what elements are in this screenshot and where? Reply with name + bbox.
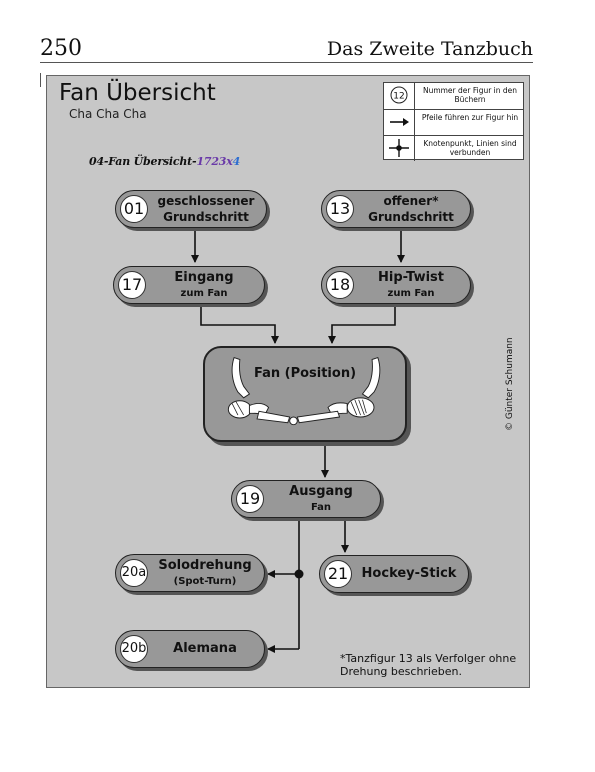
junction-node <box>294 569 304 579</box>
chart-label: 04-Fan Übersicht-1723x4 <box>89 155 240 168</box>
figure-node-20b[interactable]: 20b Alemana <box>115 630 265 668</box>
figure-number-badge: 21 <box>324 560 352 588</box>
figure-label: Eingang <box>174 270 234 285</box>
copyright-note: © Günter Schumann <box>505 337 515 431</box>
figure-label: Ausgang <box>289 484 353 499</box>
figure-number-badge: 17 <box>118 271 146 299</box>
figure-node-20a[interactable]: 20a Solodrehung (Spot-Turn) <box>115 554 265 592</box>
figure-label: geschlossener <box>157 194 255 208</box>
edge-18-fan <box>328 305 396 344</box>
header-rule <box>40 62 533 63</box>
figure-sublabel: zum Fan <box>387 288 435 299</box>
figure-label: Alemana <box>173 641 237 656</box>
page-number: 250 <box>40 36 82 61</box>
figure-node-17[interactable]: 17 Eingang zum Fan <box>113 266 265 304</box>
edge-17-fan <box>200 305 279 344</box>
junction-cross-icon <box>389 139 409 157</box>
chart-label-hl2: 4 <box>232 155 241 168</box>
legend-row-number: 12 Nummer der Figur in den Büchern <box>384 83 523 109</box>
figure-number-badge: 13 <box>326 195 354 223</box>
chart-label-hl1: 1723x <box>196 155 233 168</box>
figure-number-badge: 01 <box>120 195 148 223</box>
figure-label: offener* <box>383 194 439 208</box>
figure-node-18[interactable]: 18 Hip-Twist zum Fan <box>321 266 471 304</box>
figure-label: Hip-Twist <box>378 270 444 285</box>
diagram-title: Fan Übersicht <box>59 80 216 106</box>
arrow-right-icon <box>390 118 409 126</box>
book-title: Das Zweite Tanzbuch <box>326 38 533 60</box>
figure-label: Solodrehung <box>158 558 252 573</box>
diagram-panel: Fan Übersicht Cha Cha Cha 04-Fan Übersic… <box>46 75 530 688</box>
figure-sublabel: Grundschritt <box>163 210 249 224</box>
fan-position-label: Fan (Position) <box>253 366 357 381</box>
figure-number-badge: 19 <box>236 485 264 513</box>
flow-connectors <box>191 229 405 653</box>
figure-sublabel: Grundschritt <box>368 210 454 224</box>
figure-node-13[interactable]: 13 offener* Grundschritt <box>321 190 471 228</box>
figure-sublabel: (Spot-Turn) <box>173 576 237 587</box>
legend-text: Nummer der Figur in den Büchern <box>422 86 518 104</box>
figure-sublabel: zum Fan <box>180 288 228 299</box>
margin-tick <box>40 73 41 87</box>
figure-number-badge: 18 <box>326 271 354 299</box>
page-header: 250 Das Zweite Tanzbuch <box>40 36 533 62</box>
figure-node-19[interactable]: 19 Ausgang Fan <box>231 480 381 518</box>
fan-position-node[interactable]: Fan (Position) <box>203 346 407 442</box>
footnote: *Tanzfigur 13 als Verfolger ohne Drehung… <box>340 652 517 678</box>
legend-text: Pfeile führen zur Figur hin <box>421 113 519 122</box>
legend-row-arrow: Pfeile führen zur Figur hin <box>384 109 523 136</box>
figure-label: Hockey-Stick <box>361 566 457 581</box>
dancers-illustration <box>227 356 381 426</box>
legend-symbol-number: 12 <box>393 92 404 102</box>
legend-text: Knotenpunkt, Linien sind verbunden <box>423 139 517 157</box>
legend-box: 12 Nummer der Figur in den Büchern Pfeil… <box>383 82 524 162</box>
chart-label-prefix: 04-Fan Übersicht- <box>89 155 197 168</box>
figure-node-01[interactable]: 01 geschlossener Grundschritt <box>115 190 267 228</box>
figure-number-badge: 20a <box>120 559 148 587</box>
legend-divider <box>414 83 415 161</box>
figure-node-21[interactable]: 21 Hockey-Stick <box>319 555 469 593</box>
figure-sublabel: Fan <box>310 502 332 513</box>
diagram-subtitle: Cha Cha Cha <box>69 107 147 121</box>
legend-row-junction: Knotenpunkt, Linien sind verbunden <box>384 135 523 162</box>
number-circle-icon: 12 <box>390 86 408 104</box>
figure-number-badge: 20b <box>120 635 148 663</box>
